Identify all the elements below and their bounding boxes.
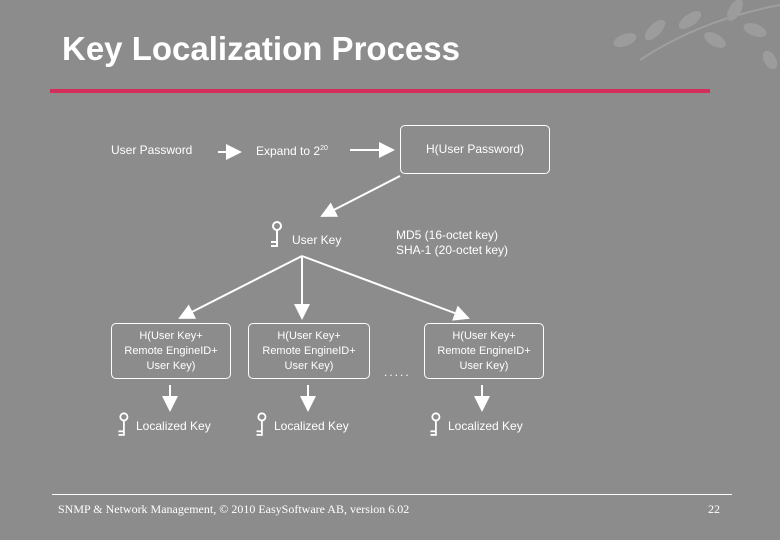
sha1-label: SHA-1 (20-octet key) <box>396 243 509 257</box>
arrow-hash-to-userkey <box>320 175 401 217</box>
expand-label: Expand to 220 <box>256 144 328 158</box>
arrow-userkey-to-box1 <box>178 255 303 319</box>
box1-line2: Remote EngineID+ <box>124 344 218 357</box>
key-icon <box>118 412 129 436</box>
hash-password-box: H(User Password) <box>400 125 550 174</box>
localized-key-label-3: Localized Key <box>448 419 523 433</box>
box3-line2: Remote EngineID+ <box>437 344 531 357</box>
user-key-label: User Key <box>292 233 342 247</box>
localized-key-label-2: Localized Key <box>274 419 349 433</box>
page-title: Key Localization Process <box>62 30 460 67</box>
footer-rule <box>52 494 732 495</box>
box2-line2: Remote EngineID+ <box>262 344 356 357</box>
box3-line3: User Key) <box>459 359 509 372</box>
title-underline <box>50 89 710 93</box>
localized-key-label-1: Localized Key <box>136 419 211 433</box>
box1-line3: User Key) <box>146 359 196 372</box>
user-password-label: User Password <box>111 143 193 157</box>
md5-label: MD5 (16-octet key) <box>396 228 499 242</box>
box1-line1: H(User Key+ <box>139 329 203 342</box>
arrow-userkey-to-box3 <box>301 255 470 321</box>
key-icon <box>256 412 267 436</box>
localize-hash-box-1: H(User Key+ Remote EngineID+ User Key) <box>111 323 231 379</box>
hash-password-text: H(User Password) <box>425 142 524 156</box>
box2-line3: User Key) <box>284 359 334 372</box>
key-icon <box>430 412 441 436</box>
page-number: 22 <box>708 502 720 516</box>
expand-exponent: 20 <box>320 145 328 152</box>
localize-hash-box-3: H(User Key+ Remote EngineID+ User Key) <box>424 323 544 379</box>
expand-text: Expand to 2 <box>256 144 321 158</box>
key-icon <box>271 221 282 247</box>
ellipsis: ..... <box>384 365 411 379</box>
box3-line1: H(User Key+ <box>452 329 516 342</box>
footer-text: SNMP & Network Management, © 2010 EasySo… <box>58 502 410 516</box>
localize-hash-box-2: H(User Key+ Remote EngineID+ User Key) <box>248 323 370 379</box>
box2-line1: H(User Key+ <box>277 329 341 342</box>
